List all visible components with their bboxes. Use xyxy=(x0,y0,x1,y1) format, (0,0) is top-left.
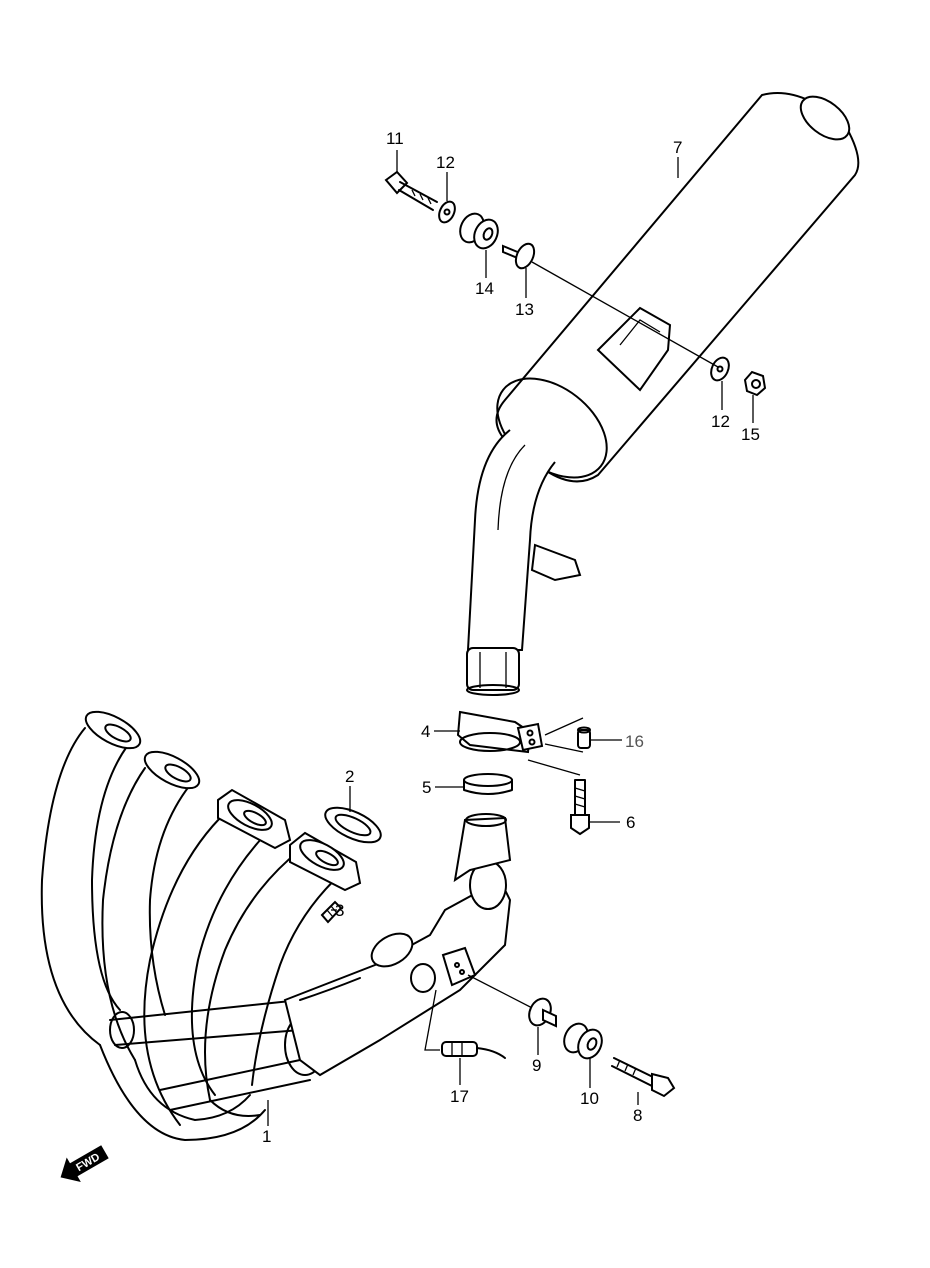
callout-7: 7 xyxy=(673,138,682,157)
callout-1: 1 xyxy=(262,1127,271,1146)
nut-part-15[interactable] xyxy=(743,370,767,397)
bolt-part-6[interactable] xyxy=(570,779,590,836)
callout-10: 10 xyxy=(580,1089,599,1108)
callout-3: 3 xyxy=(335,901,344,920)
stud-bolt-part-3[interactable] xyxy=(320,900,343,924)
leader-lines xyxy=(267,150,754,1126)
gasket-part-5[interactable] xyxy=(463,773,513,795)
rubber-grommet-part-14[interactable] xyxy=(456,210,503,252)
callout-labels: 1 2 3 4 5 6 7 8 9 10 11 12 12 13 14 15 1… xyxy=(262,129,760,1146)
callout-12-lower: 12 xyxy=(711,412,730,431)
washer-part-12-upper[interactable] xyxy=(436,199,458,225)
muffler-part-7[interactable] xyxy=(466,88,860,696)
collar-part-13[interactable] xyxy=(502,241,538,271)
callout-17: 17 xyxy=(450,1087,469,1106)
fwd-label: FWD xyxy=(74,1151,102,1174)
callout-4: 4 xyxy=(421,722,430,741)
bolt-part-11[interactable] xyxy=(384,170,438,211)
callout-16: 16 xyxy=(625,732,644,751)
callout-6: 6 xyxy=(626,813,635,832)
oxygen-sensor-part-17[interactable] xyxy=(441,1041,506,1059)
callout-15: 15 xyxy=(741,425,760,444)
gasket-part-2[interactable] xyxy=(320,801,385,850)
bolt-part-8[interactable] xyxy=(611,1057,676,1098)
callout-12-upper: 12 xyxy=(436,153,455,172)
callout-8: 8 xyxy=(633,1106,642,1125)
callout-5: 5 xyxy=(422,778,431,797)
rubber-grommet-part-10[interactable] xyxy=(560,1020,607,1062)
callout-14: 14 xyxy=(475,279,494,298)
spring-pin-part-16[interactable] xyxy=(577,726,591,749)
clamp-part-4[interactable] xyxy=(456,710,544,754)
callout-2: 2 xyxy=(345,767,354,786)
callout-11: 11 xyxy=(386,129,404,148)
collar-part-9[interactable] xyxy=(525,995,557,1029)
washer-part-12-lower[interactable] xyxy=(708,355,733,384)
exhaust-pipe-part-1[interactable] xyxy=(40,704,512,1141)
fwd-arrow-icon: FWD xyxy=(60,1145,109,1183)
callout-9: 9 xyxy=(532,1056,541,1075)
callout-13: 13 xyxy=(515,300,534,319)
